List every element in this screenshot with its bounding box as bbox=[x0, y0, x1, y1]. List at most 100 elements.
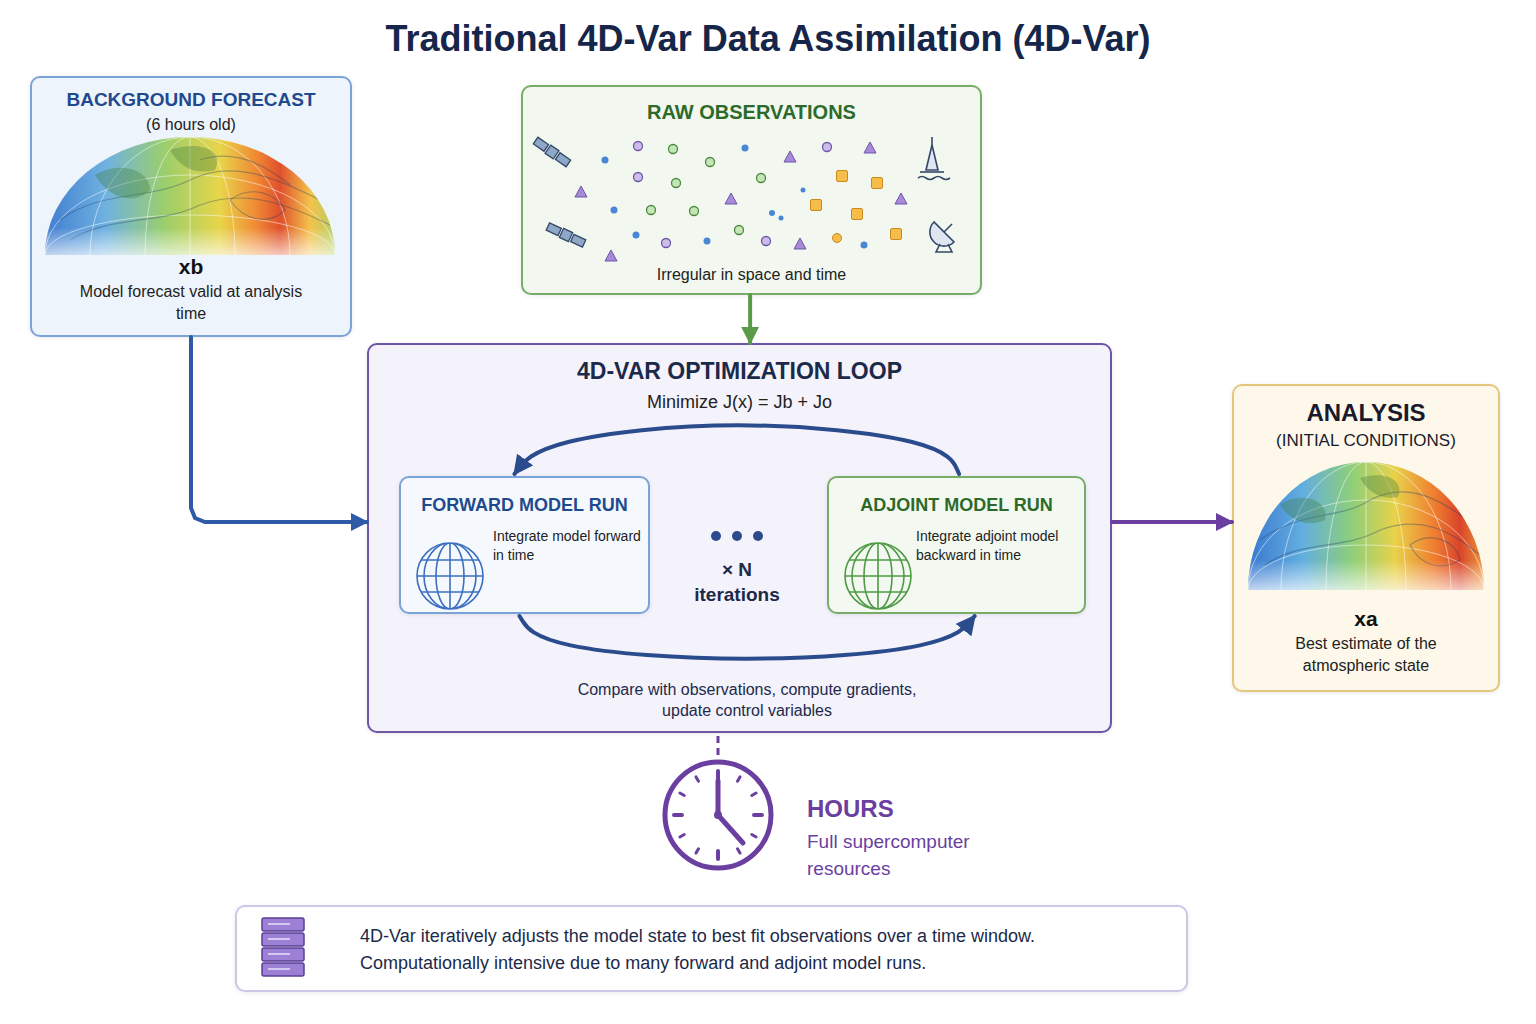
analysis-globe bbox=[1281, 462, 1451, 718]
observation-points bbox=[801, 188, 806, 193]
loop-arc bbox=[514, 425, 959, 474]
observation-points bbox=[602, 157, 609, 164]
background-globe bbox=[45, 215, 335, 295]
satellite-icon bbox=[546, 223, 561, 236]
observation-points bbox=[672, 179, 681, 188]
description: Model forecast valid at analysis time bbox=[71, 281, 311, 326]
heading: ANALYSIS bbox=[1234, 397, 1498, 428]
observation-points bbox=[864, 142, 876, 153]
buoy-icon bbox=[931, 137, 933, 145]
observation-points bbox=[575, 142, 907, 262]
analysis-globe bbox=[1360, 475, 1399, 497]
clock-tick bbox=[738, 849, 741, 853]
observation-points bbox=[575, 186, 587, 197]
subheading: Integrate adjoint model backward in time bbox=[916, 527, 1076, 563]
globe-icon bbox=[845, 559, 911, 561]
background-globe bbox=[90, 137, 290, 373]
background-globe bbox=[145, 137, 235, 373]
clock-tick bbox=[680, 793, 684, 796]
buoy-icon bbox=[918, 177, 950, 180]
input-box: RAW OBSERVATIONSIrregular in space and t… bbox=[521, 85, 982, 295]
radar-dish-icon bbox=[930, 222, 954, 246]
server-icon bbox=[268, 938, 290, 940]
observation-points bbox=[794, 238, 806, 249]
subheading: (INITIAL CONDITIONS) bbox=[1234, 430, 1498, 452]
observation-points bbox=[872, 178, 883, 189]
satellite-icon bbox=[555, 153, 570, 167]
observation-points bbox=[690, 207, 699, 216]
observation-points bbox=[837, 171, 848, 182]
subheading: Integrate model forward in time bbox=[493, 527, 641, 563]
iteration-count: × N iterations bbox=[687, 558, 787, 607]
background-globe bbox=[45, 130, 335, 373]
clock-tick bbox=[752, 835, 756, 838]
globe-icon bbox=[417, 543, 483, 609]
globe-icon bbox=[417, 559, 483, 561]
edge-label: Compare with observations, compute gradi… bbox=[562, 680, 932, 722]
observation-points bbox=[861, 242, 868, 249]
globe-icon bbox=[877, 543, 879, 609]
observation-points bbox=[633, 232, 640, 239]
globe-icon bbox=[417, 543, 483, 609]
satellite-icon bbox=[533, 136, 586, 248]
observation-points bbox=[757, 174, 766, 183]
clock-tick bbox=[674, 813, 682, 817]
arrow-connector bbox=[748, 295, 752, 343]
globe-icon bbox=[417, 591, 483, 593]
satellite-icon bbox=[533, 136, 572, 167]
globe-icon bbox=[845, 543, 911, 609]
dashed-leader bbox=[717, 736, 720, 760]
observation-points bbox=[779, 216, 784, 221]
background-globe bbox=[40, 130, 340, 260]
heading: ADJOINT MODEL RUN bbox=[829, 494, 1084, 517]
analysis-globe bbox=[1240, 455, 1490, 718]
globe-icon bbox=[417, 575, 483, 577]
server-icon bbox=[262, 918, 304, 931]
observation-points bbox=[611, 207, 618, 214]
server-icon bbox=[268, 968, 290, 970]
analysis-globe bbox=[1265, 524, 1480, 565]
clock-tick bbox=[696, 777, 699, 781]
background-globe bbox=[190, 130, 191, 260]
analysis-globe bbox=[1240, 455, 1490, 595]
clock-icon bbox=[665, 762, 771, 868]
ellipsis-dots bbox=[711, 531, 721, 541]
radar-dish-icon bbox=[936, 244, 952, 252]
globe-icon bbox=[852, 543, 904, 609]
background-globe bbox=[45, 175, 335, 335]
clock-icon bbox=[718, 815, 743, 843]
server-icon bbox=[262, 948, 304, 961]
loop-arc bbox=[519, 616, 974, 659]
clock-tick bbox=[696, 849, 699, 853]
clock-tick bbox=[738, 777, 741, 781]
analysis-globe bbox=[1248, 460, 1484, 718]
observation-points bbox=[602, 145, 868, 249]
buoy-icon bbox=[926, 145, 938, 170]
analysis-globe bbox=[1280, 498, 1326, 523]
globe-icon bbox=[845, 543, 911, 609]
observation-points bbox=[891, 229, 902, 240]
server-icon bbox=[262, 933, 304, 946]
heading: RAW OBSERVATIONS bbox=[523, 99, 980, 125]
process-box: FORWARD MODEL RUNIntegrate model forward… bbox=[399, 476, 650, 614]
analysis-globe bbox=[1326, 462, 1406, 718]
analysis-globe bbox=[1248, 500, 1484, 680]
background-globe bbox=[95, 146, 217, 198]
observation-points bbox=[634, 142, 643, 151]
observation-points bbox=[605, 250, 617, 261]
globe-icon bbox=[424, 543, 476, 609]
observation-points bbox=[634, 173, 643, 182]
observation-points bbox=[811, 171, 902, 243]
ellipsis-dots bbox=[732, 531, 742, 541]
heading: 4D-VAR OPTIMIZATION LOOP bbox=[369, 357, 1110, 387]
clock-tick bbox=[716, 851, 720, 859]
clock-icon bbox=[714, 811, 722, 819]
analysis-globe bbox=[1366, 460, 1367, 595]
heading: 4D-Var iteratively adjusts the model sta… bbox=[360, 925, 1186, 948]
globe-icon bbox=[845, 575, 911, 577]
subheading: (6 hours old) bbox=[32, 115, 350, 136]
clock-tick bbox=[716, 771, 720, 779]
